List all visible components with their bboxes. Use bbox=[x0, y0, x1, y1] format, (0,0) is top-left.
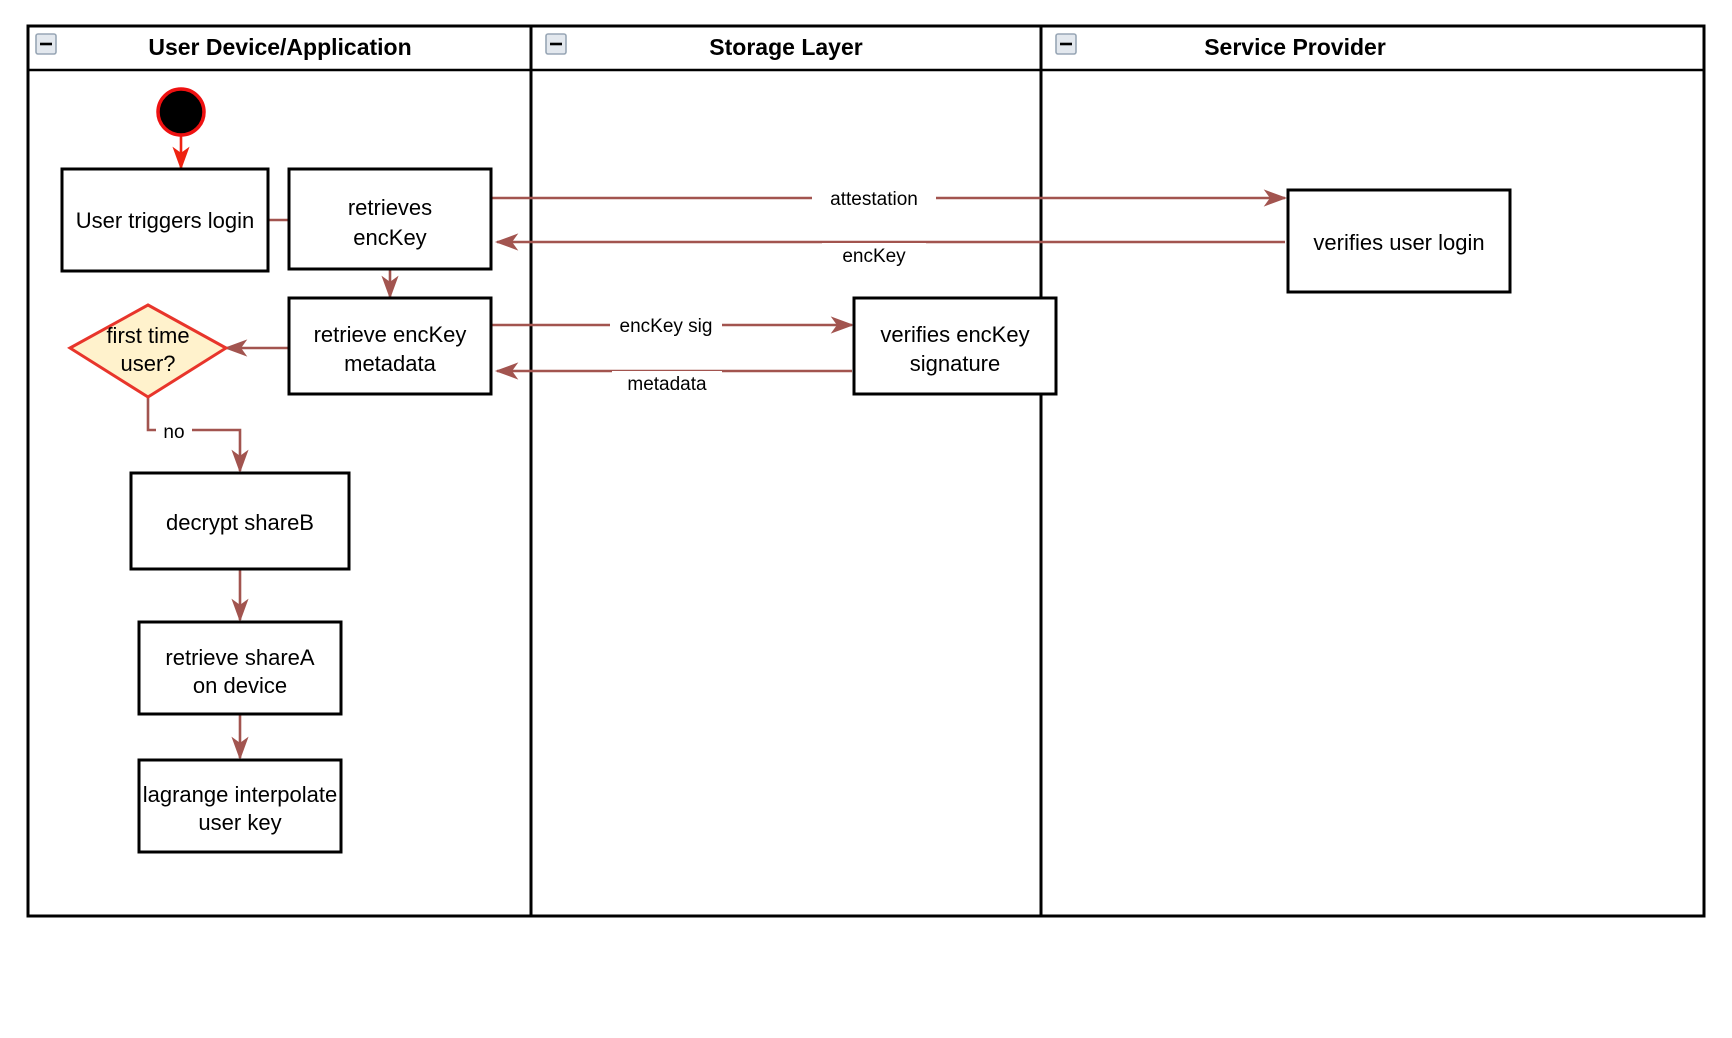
node-verifies-user-login-label: verifies user login bbox=[1313, 230, 1484, 255]
edge-label-attestation: attestation bbox=[830, 189, 918, 210]
node-user-triggers-login[interactable]: User triggers login bbox=[60, 167, 270, 273]
edge-label-no: no bbox=[163, 422, 184, 443]
edge-label-metadata: metadata bbox=[627, 374, 707, 395]
node-first-time-user-decision[interactable]: first time user? bbox=[67, 303, 229, 399]
node-retrieve-enckey-metadata-label-line1: retrieve encKey bbox=[314, 322, 467, 347]
edge-label-enckey-sig-group: encKey sig bbox=[610, 313, 722, 337]
lane-title-storage-layer: Storage Layer bbox=[709, 34, 862, 60]
lane-header-user-device[interactable]: User Device/Application bbox=[35, 33, 412, 60]
lane-header-service-provider[interactable]: Service Provider bbox=[1055, 33, 1386, 60]
node-retrieve-sharea-label-line1: retrieve shareA bbox=[165, 645, 315, 670]
node-lagrange-label-line2: user key bbox=[198, 810, 281, 835]
node-decrypt-shareb[interactable]: decrypt shareB bbox=[129, 471, 351, 571]
node-retrieves-enckey-label-line2: encKey bbox=[353, 225, 426, 250]
node-verifies-enckey-signature-label-line1: verifies encKey bbox=[880, 322, 1029, 347]
node-verifies-enckey-signature[interactable]: verifies encKey signature bbox=[852, 296, 1058, 396]
node-lagrange-label-line1: lagrange interpolate bbox=[143, 782, 337, 807]
node-retrieve-sharea-label-line2: on device bbox=[193, 673, 287, 698]
node-retrieve-enckey-metadata[interactable]: retrieve encKey metadata bbox=[287, 296, 493, 396]
node-verifies-user-login[interactable]: verifies user login bbox=[1286, 188, 1512, 294]
edge-label-metadata-group: metadata bbox=[612, 371, 722, 395]
node-first-time-user-label-line1: first time bbox=[106, 323, 189, 348]
lane-title-user-device: User Device/Application bbox=[148, 34, 411, 60]
edge-label-attestation-group: attestation bbox=[812, 186, 936, 210]
edge-label-enckey-sig: encKey sig bbox=[620, 316, 713, 337]
edge-no-to-decrypt-shareb bbox=[146, 397, 249, 474]
lane-title-service-provider: Service Provider bbox=[1204, 34, 1386, 60]
edge-label-enckey: encKey bbox=[842, 246, 906, 267]
node-lagrange-interpolate-user-key[interactable]: lagrange interpolate user key bbox=[137, 758, 343, 854]
start-node[interactable] bbox=[156, 87, 206, 137]
lane-header-storage-layer[interactable]: Storage Layer bbox=[545, 33, 863, 60]
node-first-time-user-label-line2: user? bbox=[120, 351, 175, 376]
node-retrieves-enckey-label-line1: retrieves bbox=[348, 195, 432, 220]
node-verifies-enckey-signature-label-line2: signature bbox=[910, 351, 1001, 376]
node-user-triggers-login-label: User triggers login bbox=[76, 208, 255, 233]
node-retrieve-enckey-metadata-label-line2: metadata bbox=[344, 351, 436, 376]
edge-label-no-group: no bbox=[156, 419, 192, 443]
node-decrypt-shareb-label: decrypt shareB bbox=[166, 510, 314, 535]
node-retrieve-sharea-on-device[interactable]: retrieve shareA on device bbox=[137, 620, 343, 716]
edge-label-enckey-group: encKey bbox=[822, 243, 926, 267]
node-retrieves-enckey[interactable]: retrieves encKey bbox=[287, 167, 493, 271]
